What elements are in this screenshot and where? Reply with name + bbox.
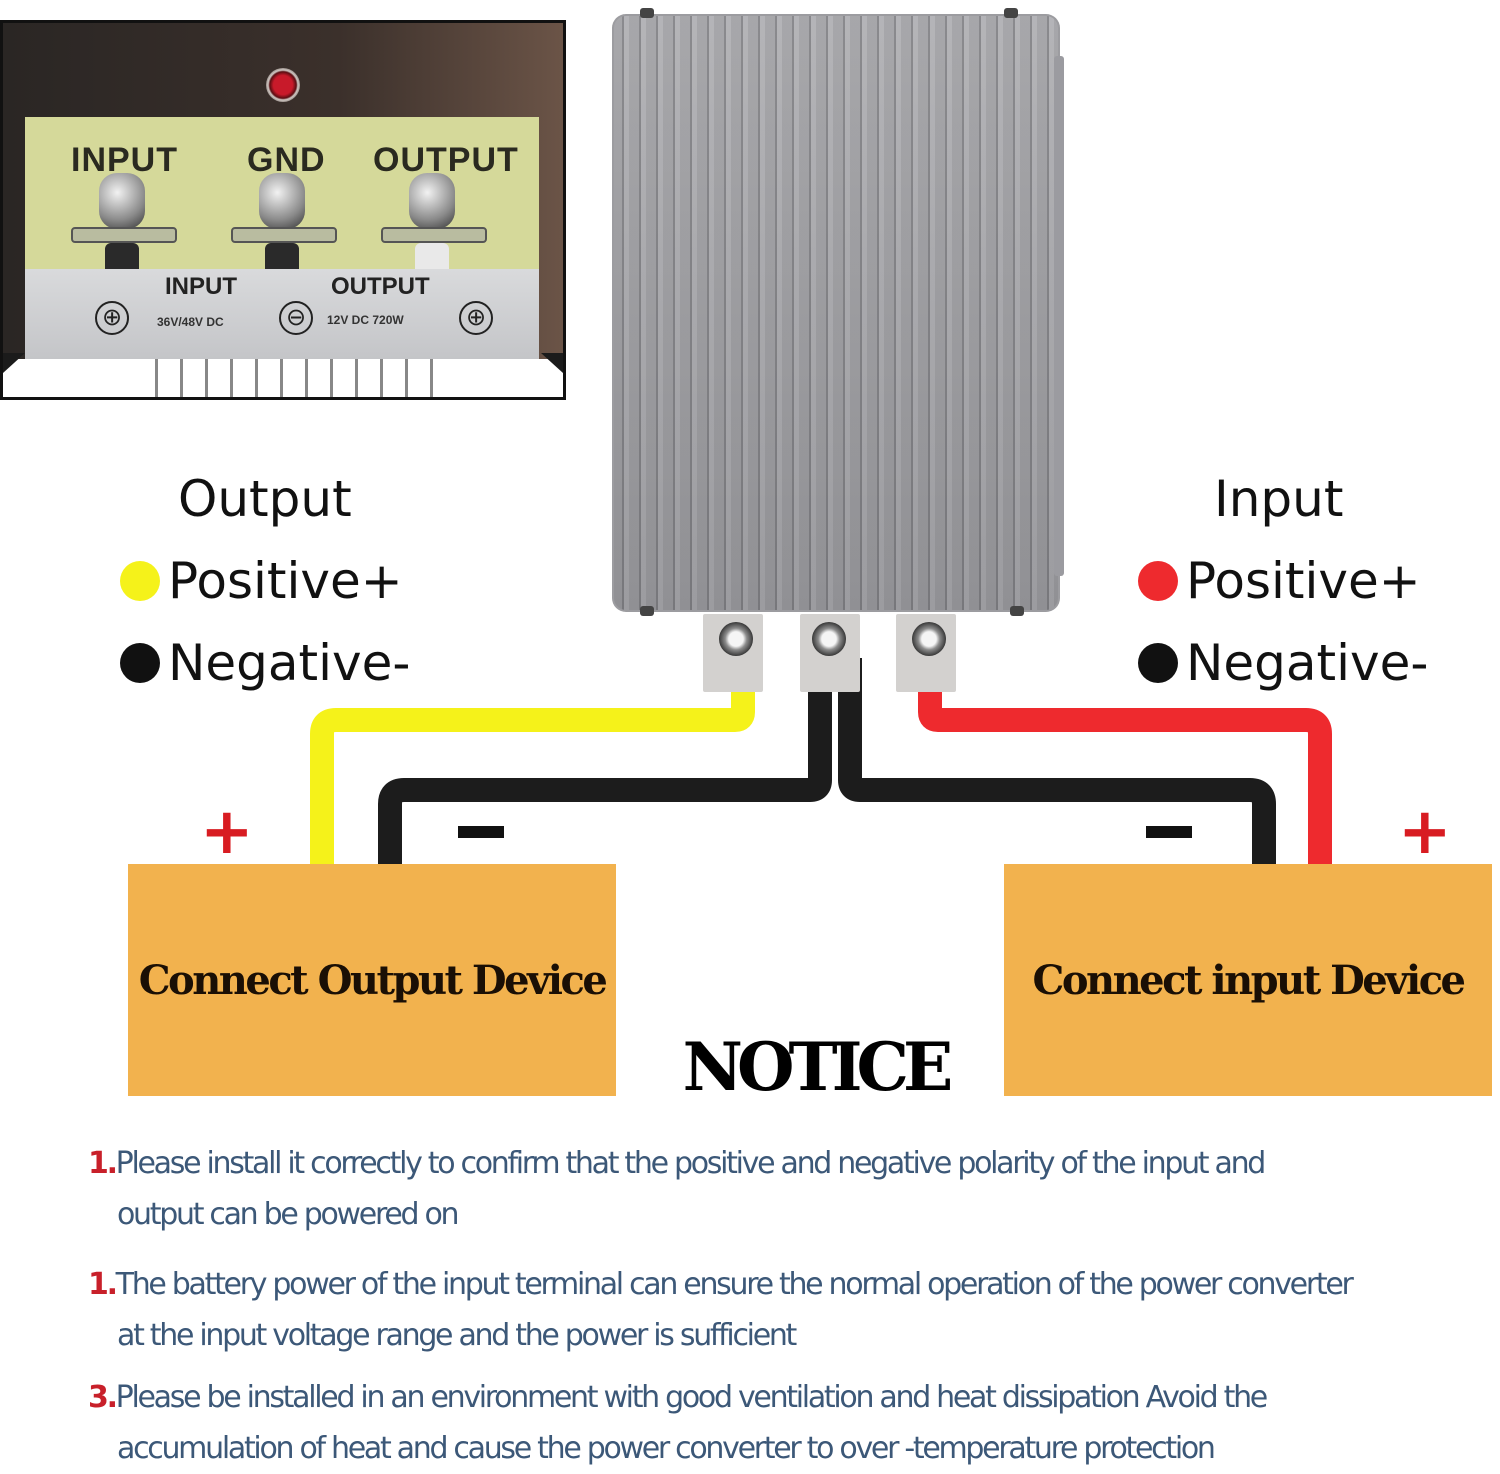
output-device-box: Connect Output Device bbox=[128, 864, 616, 1096]
minus-sign-icon bbox=[1146, 826, 1192, 838]
output-positive-label: Positive+ bbox=[168, 552, 403, 610]
notice-text-line1: Please install it correctly to confirm t… bbox=[115, 1146, 1267, 1181]
power-indicator-led-icon bbox=[266, 68, 300, 102]
notice-item: 3.Please be installed in an environment … bbox=[88, 1372, 1488, 1474]
spec-output-title: OUTPUT bbox=[331, 273, 430, 300]
notice-number: 1. bbox=[88, 1146, 118, 1181]
black-dot-icon bbox=[1138, 643, 1178, 683]
screw-icon bbox=[1004, 8, 1018, 18]
terminal-label-gnd: GND bbox=[247, 141, 326, 179]
notice-text-line2: accumulation of heat and cause the power… bbox=[117, 1431, 1216, 1466]
output-device-label: Connect Output Device bbox=[138, 956, 608, 1004]
plus-sign-icon: + bbox=[200, 795, 254, 869]
input-legend-positive: Positive+ bbox=[1138, 552, 1421, 610]
screw-icon bbox=[640, 8, 654, 18]
plus-circle-icon: ⊕ bbox=[459, 301, 493, 335]
notice-item: 1.Please install it correctly to confirm… bbox=[88, 1138, 1488, 1240]
plus-sign-icon: + bbox=[1398, 795, 1452, 869]
notice-text-line2: output can be powered on bbox=[117, 1197, 460, 1232]
spec-output-rating: 12V DC 720W bbox=[327, 313, 404, 327]
input-legend-title: Input bbox=[1214, 470, 1344, 528]
input-negative-label: Negative- bbox=[1186, 634, 1429, 692]
notice-text-line1: Please be installed in an environment wi… bbox=[115, 1380, 1269, 1415]
spec-input-voltage: 36V/48V DC bbox=[157, 315, 224, 329]
black-dot-icon bbox=[120, 643, 160, 683]
terminal-label-input: INPUT bbox=[71, 141, 178, 179]
plus-circle-icon: ⊕ bbox=[95, 301, 129, 335]
yellow-dot-icon bbox=[120, 561, 160, 601]
notice-number: 3. bbox=[88, 1380, 118, 1415]
screw-icon bbox=[912, 622, 946, 656]
minus-circle-icon: ⊖ bbox=[279, 301, 313, 335]
dc-converter-body bbox=[612, 8, 1064, 616]
screw-icon bbox=[1010, 606, 1024, 616]
notice-text-line1: The battery power of the input terminal … bbox=[115, 1267, 1354, 1302]
notice-number: 1. bbox=[88, 1267, 118, 1302]
screw-icon bbox=[812, 622, 846, 656]
input-device-box: Connect input Device bbox=[1004, 864, 1492, 1096]
red-dot-icon bbox=[1138, 561, 1178, 601]
output-negative-label: Negative- bbox=[168, 634, 411, 692]
heatsink-fins bbox=[133, 359, 443, 397]
output-legend-title: Output bbox=[178, 470, 352, 528]
terminal-label-output: OUTPUT bbox=[373, 141, 519, 179]
input-device-label: Connect input Device bbox=[1032, 956, 1467, 1004]
input-legend-negative: Negative- bbox=[1138, 634, 1428, 692]
screw-icon bbox=[719, 622, 753, 656]
minus-sign-icon bbox=[458, 826, 504, 838]
screw-icon bbox=[640, 606, 654, 616]
output-legend-positive: Positive+ bbox=[120, 552, 403, 610]
spec-input-title: INPUT bbox=[165, 273, 237, 300]
notice-title: NOTICE bbox=[682, 1028, 954, 1106]
output-terminal-post bbox=[381, 173, 487, 283]
input-terminal-post bbox=[71, 173, 177, 283]
notice-text-line2: at the input voltage range and the power… bbox=[117, 1318, 797, 1353]
notice-item: 1.The battery power of the input termina… bbox=[88, 1259, 1488, 1361]
terminal-panel-photo: INPUT GND OUTPUT INPUT OUTPUT 36V/48V DC… bbox=[0, 20, 566, 400]
input-positive-label: Positive+ bbox=[1186, 552, 1421, 610]
output-legend-negative: Negative- bbox=[120, 634, 410, 692]
gnd-terminal-post bbox=[231, 173, 337, 283]
